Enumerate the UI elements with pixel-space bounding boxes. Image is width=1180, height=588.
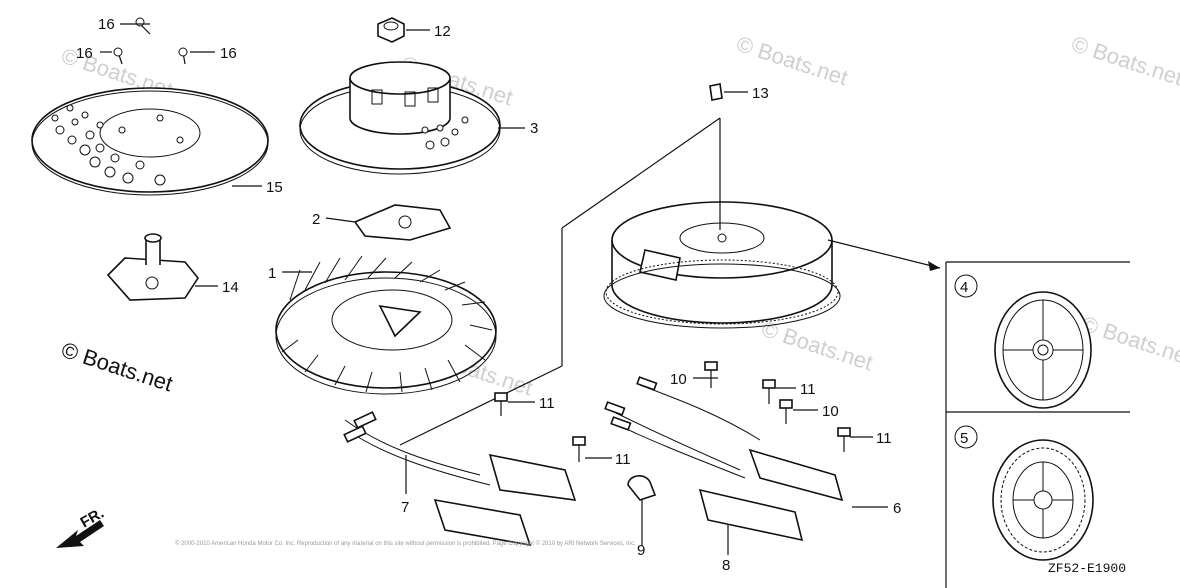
part-3-pulley <box>299 61 501 175</box>
group-outline <box>399 117 941 446</box>
callout-2: 2 <box>312 211 320 228</box>
callout-11: 11 <box>800 381 816 398</box>
callout-10: 10 <box>822 403 839 420</box>
callout-12: 12 <box>434 23 451 40</box>
flywheel <box>603 201 841 329</box>
callout-9: 9 <box>637 542 645 559</box>
callout-6: 6 <box>893 500 901 517</box>
part-12-nut <box>377 17 405 43</box>
front-arrow: FR. <box>56 505 107 548</box>
callout-7: 7 <box>401 499 409 516</box>
callout-16: 16 <box>220 45 237 62</box>
front-marker-label: FR. <box>78 505 107 532</box>
callout-10: 10 <box>670 371 687 388</box>
callout-1: 1 <box>268 265 276 282</box>
leader-lines <box>100 23 888 555</box>
callout-8: 8 <box>722 557 730 574</box>
part-1-fan <box>275 255 497 395</box>
watermark-main: © Boats.net <box>58 337 175 396</box>
callout-11: 11 <box>539 395 555 412</box>
callout-11: 11 <box>876 430 892 447</box>
callout-13: 13 <box>752 85 769 102</box>
callout-16: 16 <box>76 45 93 62</box>
part-2-plate <box>353 204 452 241</box>
part-13-key <box>709 83 723 101</box>
callouts: 16 16 16 12 3 15 2 1 14 13 4 5 10 11 10 … <box>76 16 968 574</box>
variant-panel <box>945 261 1130 588</box>
part-14-bracket <box>106 233 199 301</box>
copyright-notice: © 2000-2010 American Honda Motor Co. Inc… <box>175 540 636 547</box>
watermark: © Boats.net <box>1078 311 1180 370</box>
bolts <box>494 361 851 462</box>
callout-15: 15 <box>266 179 283 196</box>
part-16-screws <box>113 17 188 65</box>
callout-16: 16 <box>98 16 115 33</box>
callout-11: 11 <box>615 451 631 468</box>
charge-coils <box>343 376 844 547</box>
callout-14: 14 <box>222 279 239 296</box>
callout-4: 4 <box>960 279 968 296</box>
callout-5: 5 <box>960 430 968 447</box>
callout-3: 3 <box>530 120 538 137</box>
diagram-code: ZF52-E1900 <box>1048 561 1126 576</box>
part-15-plate <box>31 87 269 196</box>
watermark: © Boats.net <box>733 31 850 90</box>
watermark: © Boats.net <box>1068 31 1180 90</box>
